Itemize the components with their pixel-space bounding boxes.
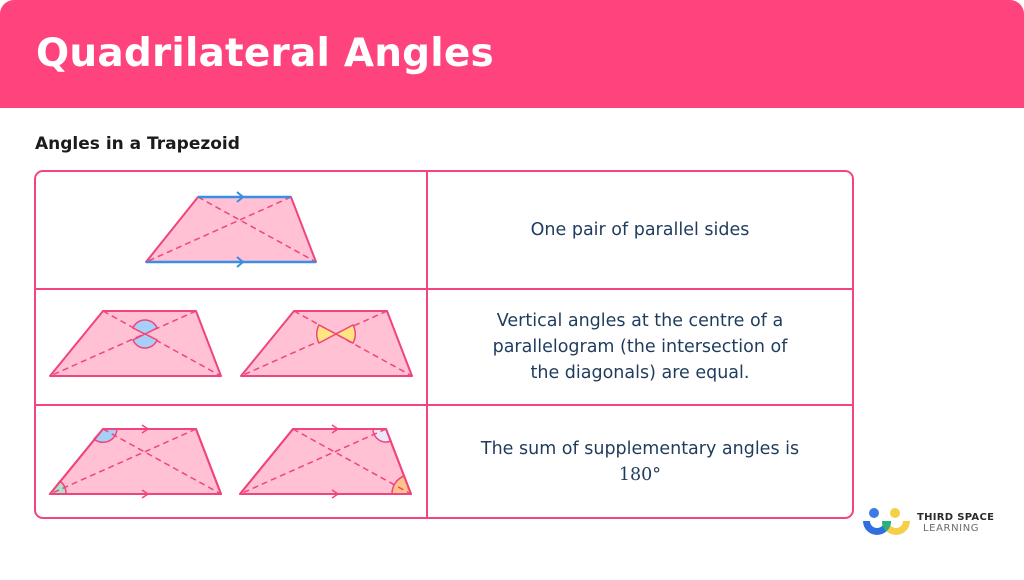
vertical-angle-bottom-icon: [132, 333, 158, 349]
section-subtitle: Angles in a Trapezoid: [35, 134, 240, 154]
description-cell: The sum of supplementary angles is 180°: [428, 406, 852, 517]
table-row: The sum of supplementary angles is 180°: [36, 404, 852, 517]
parallel-arrow-icon: [331, 489, 340, 499]
parallel-arrow-icon: [236, 191, 245, 203]
page-title: Quadrilateral Angles: [36, 31, 494, 76]
description-text: One pair of parallel sides: [530, 220, 750, 240]
vertical-angle-right-icon: [334, 323, 357, 345]
logo-text-line1: THIRD SPACE: [917, 512, 995, 523]
table-row: Vertical angles at the centre of a paral…: [36, 288, 852, 404]
angles-table: One pair of parallel sides: [34, 170, 854, 519]
figure-cell: [36, 290, 428, 404]
header-banner: Quadrilateral Angles: [0, 0, 1024, 108]
figure-cell: [36, 172, 428, 288]
description-cell: One pair of parallel sides: [428, 172, 852, 288]
logo-text-line2: LEARNING: [923, 523, 980, 534]
parallel-arrow-icon: [141, 489, 150, 499]
logo-icon: [863, 508, 910, 535]
trapezoid-supplementary-angles-diagram: [48, 424, 413, 499]
parallel-arrow-icon: [236, 256, 245, 268]
third-space-learning-logo: THIRD SPACE LEARNING: [861, 507, 1021, 539]
figure-cell: [36, 406, 428, 517]
description-text: Vertical angles at the centre of a paral…: [492, 311, 788, 383]
table-row: One pair of parallel sides: [36, 172, 852, 288]
vertical-angle-left-icon: [315, 323, 338, 345]
vertical-angle-top-icon: [132, 319, 158, 335]
description-text: The sum of supplementary angles is 180°: [480, 438, 800, 485]
parallel-arrow-icon: [331, 424, 340, 434]
parallel-arrow-icon: [141, 424, 150, 434]
trapezoid-parallel-sides-diagram: [145, 191, 317, 268]
description-cell: Vertical angles at the centre of a paral…: [428, 290, 852, 404]
trapezoid-vertical-angles-diagram: [49, 310, 413, 377]
